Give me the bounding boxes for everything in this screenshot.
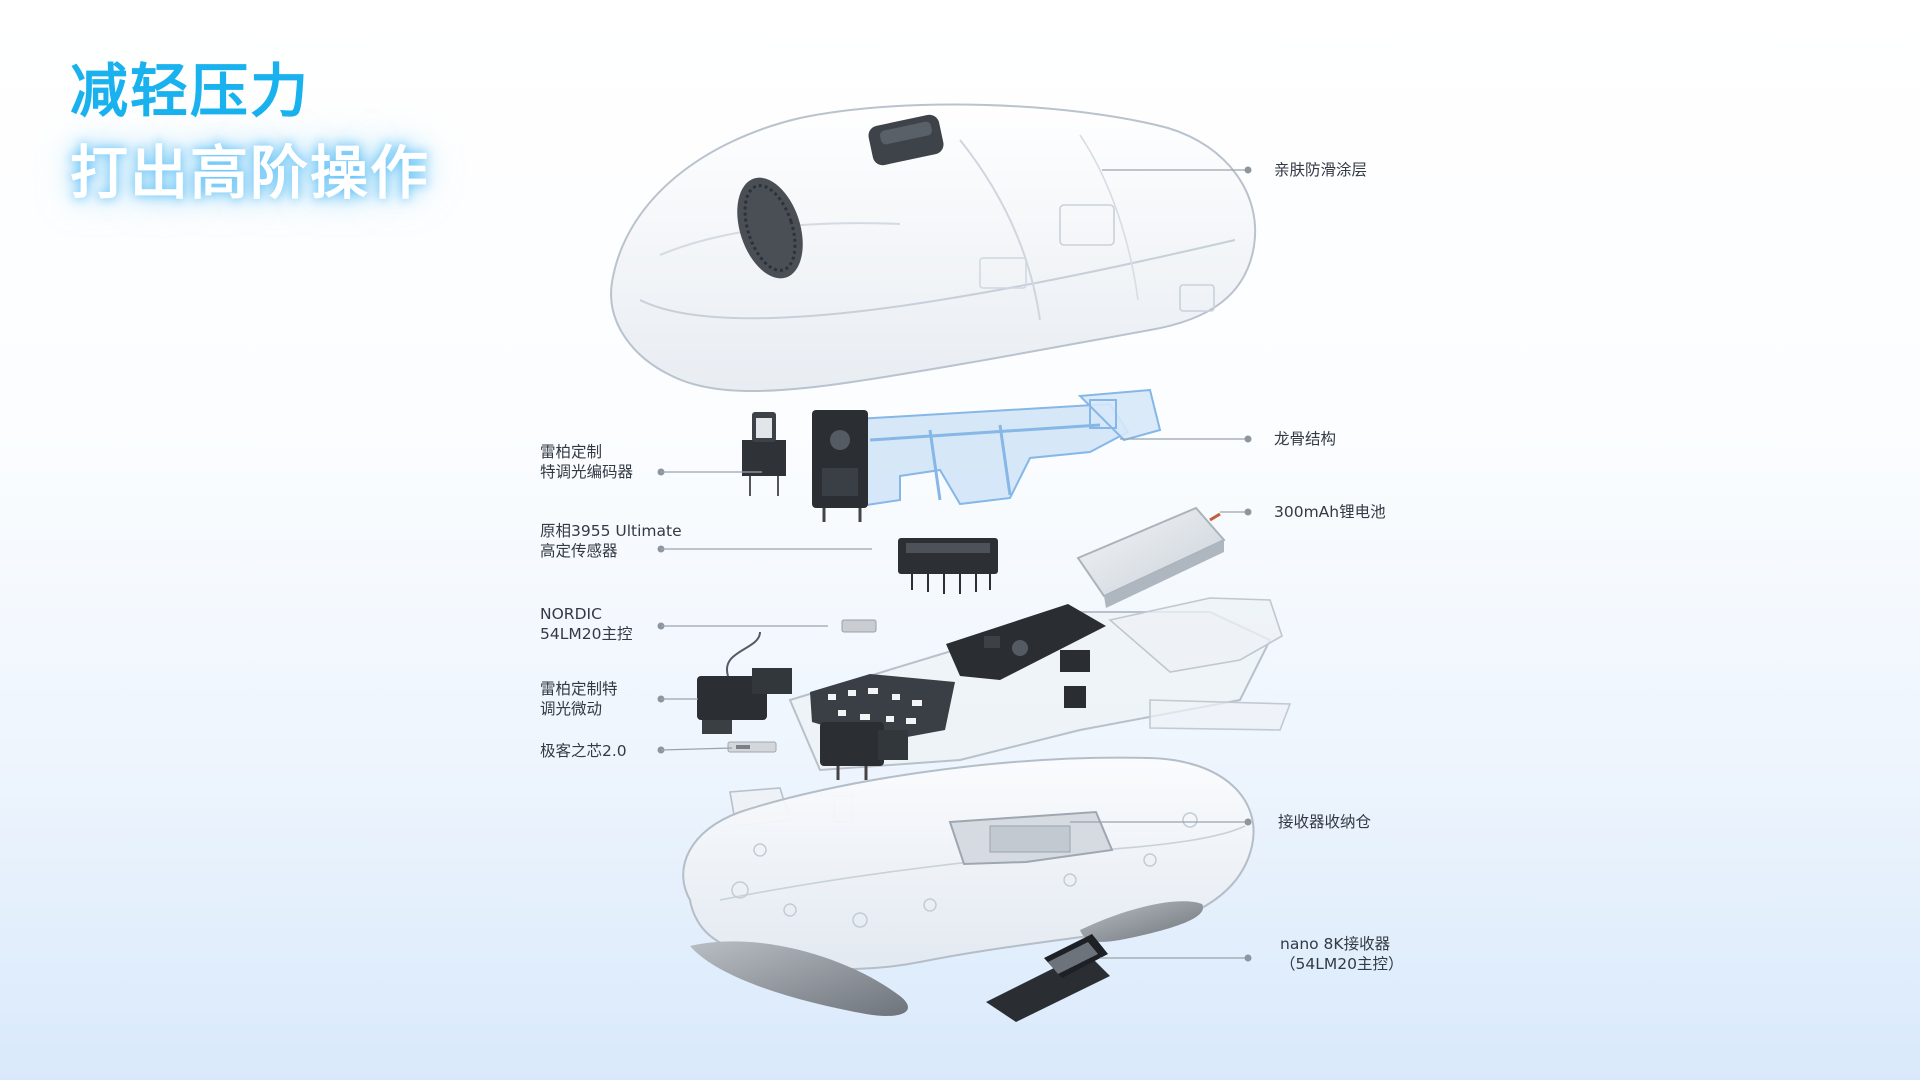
callout-skin-coating-text: 亲肤防滑涂层 bbox=[1274, 161, 1368, 179]
callout-receiver: nano 8K接收器 （54LM20主控） bbox=[1280, 934, 1403, 974]
headline-line-1: 减轻压力 bbox=[70, 57, 311, 125]
callout-sensor-line-2: 高定传感器 bbox=[540, 542, 618, 560]
leader-lines-left bbox=[657, 468, 872, 754]
sensor-component bbox=[898, 538, 998, 594]
callout-receiver-line-1: nano 8K接收器 bbox=[1280, 935, 1391, 953]
encoder-component bbox=[742, 410, 868, 522]
top-shell bbox=[610, 103, 1257, 392]
mcu-chip bbox=[841, 619, 877, 633]
callout-switch: 雷柏定制特 调光微动 bbox=[540, 679, 618, 719]
callout-receiver-bay-text: 接收器收纳仓 bbox=[1278, 813, 1372, 831]
callout-encoder: 雷柏定制 特调光编码器 bbox=[540, 442, 633, 482]
callout-core-chip-text: 极客之芯2.0 bbox=[540, 742, 627, 760]
battery-component bbox=[1076, 506, 1226, 608]
callout-core-chip: 极客之芯2.0 bbox=[540, 741, 627, 761]
callout-mcu-line-1: NORDIC bbox=[540, 605, 602, 623]
callout-mcu: NORDIC 54LM20主控 bbox=[540, 604, 632, 644]
callout-encoder-line-1: 雷柏定制 bbox=[540, 443, 603, 461]
callout-skeleton-text: 龙骨结构 bbox=[1274, 430, 1337, 448]
base-plate bbox=[682, 756, 1255, 970]
callout-receiver-line-2: （54LM20主控） bbox=[1280, 955, 1404, 973]
callout-sensor: 原相3955 Ultimate 高定传感器 bbox=[540, 521, 682, 561]
skeleton-frame bbox=[828, 388, 1162, 508]
callout-sensor-line-1: 原相3955 Ultimate bbox=[540, 522, 682, 540]
usb-receiver bbox=[986, 934, 1110, 1022]
callout-battery-text: 300mAh锂电池 bbox=[1274, 503, 1386, 521]
hero-headline: 减轻压力 打出高阶操作 bbox=[70, 62, 430, 202]
callout-receiver-bay: 接收器收纳仓 bbox=[1278, 812, 1371, 832]
callout-switch-line-1: 雷柏定制特 bbox=[540, 680, 618, 698]
headline-line-2: 打出高阶操作 bbox=[70, 139, 431, 207]
callout-switch-line-2: 调光微动 bbox=[540, 700, 603, 718]
mid-plate-assembly bbox=[697, 597, 1292, 780]
callout-mcu-line-2: 54LM20主控 bbox=[540, 625, 633, 643]
callout-skeleton: 龙骨结构 bbox=[1274, 429, 1336, 449]
callout-encoder-line-2: 特调光编码器 bbox=[540, 463, 634, 481]
mouse-feet bbox=[690, 901, 1204, 1016]
leader-lines-right bbox=[1070, 166, 1252, 962]
callout-battery: 300mAh锂电池 bbox=[1274, 502, 1386, 522]
core-chip-component bbox=[727, 741, 777, 753]
callout-skin-coating: 亲肤防滑涂层 bbox=[1274, 160, 1367, 180]
